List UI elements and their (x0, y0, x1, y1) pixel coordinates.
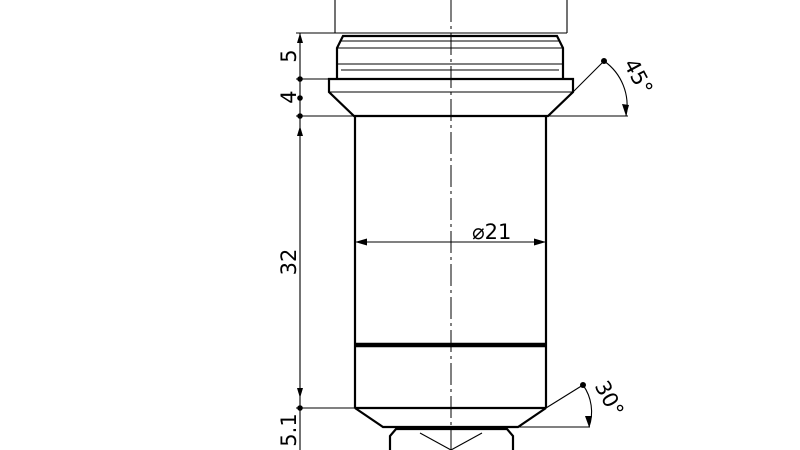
dim-height-body: 32 (277, 249, 301, 276)
upper-body (300, 0, 568, 34)
dim-height-collar: 4 (277, 90, 301, 103)
angle-dimension-tip (518, 382, 593, 428)
dim-height-tip: 5.1 (277, 413, 301, 446)
main-body (353, 116, 548, 408)
diameter-dimension (355, 238, 546, 246)
angle-tip-chamfer: 30° (590, 377, 629, 421)
tip (354, 406, 547, 450)
dim-height-top: 5 (277, 49, 301, 62)
angle-collar-chamfer: 45° (619, 55, 658, 99)
dimension-chain-left (296, 32, 355, 450)
dim-diameter-body: ⌀21 (472, 220, 511, 244)
thread-ring (335, 34, 565, 79)
angle-dimension-collar (548, 58, 629, 117)
